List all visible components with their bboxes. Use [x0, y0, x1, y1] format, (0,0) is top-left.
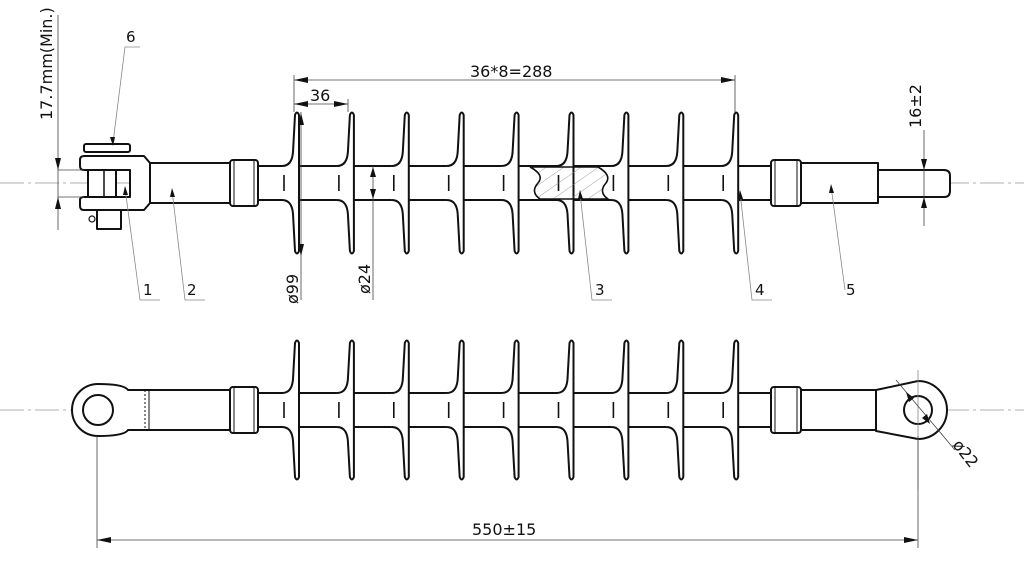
part-label-6: 6: [126, 28, 136, 46]
part-label-2: 2: [187, 281, 197, 299]
eye-hole-left: [82, 394, 114, 426]
part-label-4: 4: [755, 281, 765, 299]
part-label-1: 1: [143, 281, 153, 299]
shed: [721, 111, 740, 255]
rod-right: [799, 389, 879, 431]
shed: [281, 111, 300, 255]
shed: [721, 339, 740, 481]
shed: [611, 111, 630, 255]
shed: [391, 339, 410, 481]
shed-pitch-total-dimension: 36*8=288: [470, 62, 552, 81]
clevis-pin: [87, 169, 117, 198]
cotter-ring-icon: [88, 215, 96, 223]
shed: [391, 111, 410, 255]
top-sheds: [281, 111, 740, 255]
part-label-3: 3: [595, 281, 605, 299]
shed: [501, 339, 520, 481]
shed: [446, 111, 465, 255]
bottom-sheds: [281, 339, 740, 481]
shed: [611, 339, 630, 481]
shed: [446, 339, 465, 481]
shed: [666, 111, 685, 255]
bottom-insulator: [71, 339, 948, 490]
pin-head: [83, 143, 131, 153]
shed: [666, 339, 685, 481]
shed: [281, 339, 300, 481]
rod-end: [877, 169, 951, 198]
end-fitting-rod-right: [799, 162, 879, 204]
shed: [336, 111, 355, 255]
shed-diameter-dimension: ø99: [283, 274, 302, 304]
shed-pitch-dimension: 36: [310, 86, 330, 105]
crimp-collar-left: [229, 159, 259, 207]
cotter-pin: [96, 209, 122, 230]
crimp-collar-right: [770, 386, 802, 434]
end-fitting-rod-left: [149, 162, 233, 204]
eye-diameter-dimension: ø22: [949, 436, 983, 471]
shed: [501, 111, 520, 255]
shed: [336, 339, 355, 481]
top-insulator: [79, 111, 951, 255]
core-diameter-dimension: ø24: [355, 264, 374, 294]
shed: [556, 339, 575, 481]
eye-fitting-left: [71, 383, 233, 437]
part-leaders: 1 2 3 4 5 6: [110, 28, 856, 301]
dimensions: 17.7mm(Min.) 36*8=288 36 ø99 ø24 16±2 55…: [37, 7, 982, 548]
rod-diameter-dimension: 16±2: [906, 84, 925, 128]
crimp-collar-right: [770, 159, 802, 207]
clevis-gap-dimension: 17.7mm(Min.): [37, 7, 56, 120]
part-label-5: 5: [846, 281, 856, 299]
overall-length-dimension: 550±15: [472, 520, 536, 539]
core-section-hatch: [529, 166, 611, 200]
crimp-collar-left: [229, 386, 259, 434]
